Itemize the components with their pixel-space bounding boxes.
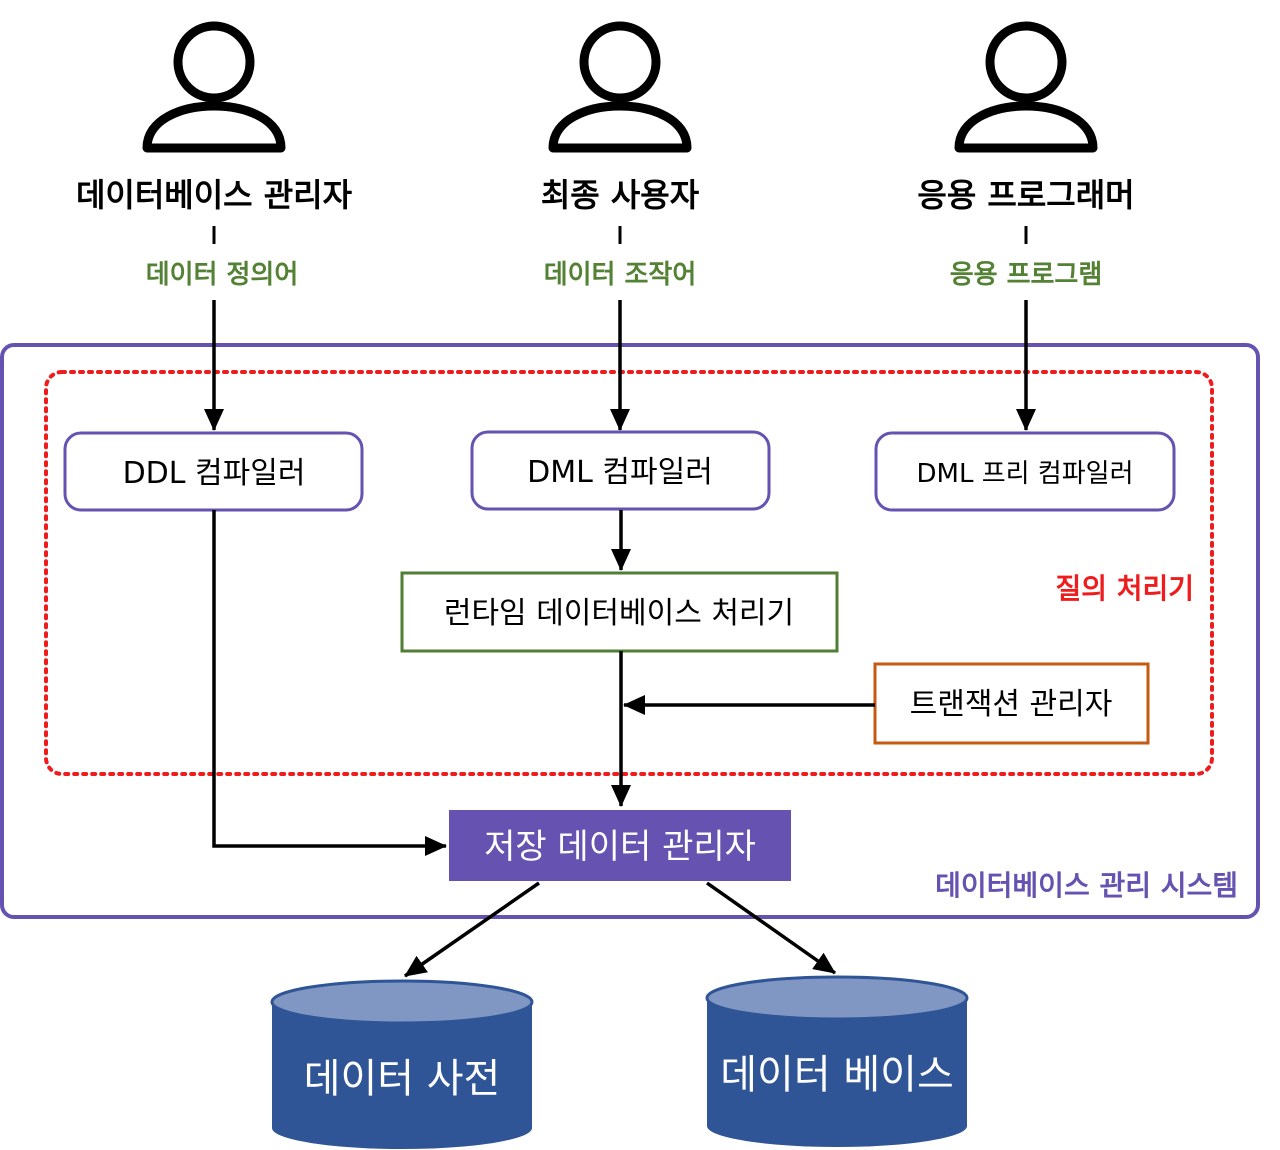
database-label: 데이터 베이스: [720, 1052, 954, 1098]
storage-manager-label: 저장 데이터 관리자: [484, 827, 756, 867]
arrow-storage-to-dictionary: [404, 881, 540, 978]
actor-application-programmer: 응용 프로그래머: [917, 21, 1135, 214]
user-icon: [548, 21, 692, 153]
dml-compiler-box: DML 컴파일러: [470, 430, 771, 511]
language-label-ddl: 데이터 정의어: [146, 260, 299, 290]
ddl-compiler-box: DDL 컴파일러: [63, 431, 364, 512]
arrow-storage-to-database: [705, 881, 837, 975]
database-cylinder: 데이터 베이스: [705, 975, 969, 1147]
actor-label: 응용 프로그래머: [917, 176, 1134, 214]
storage-manager-box: 저장 데이터 관리자: [449, 810, 791, 881]
arrow-ddl-to-storage: [212, 510, 447, 856]
runtime-processor-label: 런타임 데이터베이스 처리기: [444, 596, 794, 631]
dml-precompiler-label: DML 프리 컴파일러: [917, 459, 1134, 489]
language-label-dml: 데이터 조작어: [544, 260, 697, 290]
data-dictionary-label: 데이터 사전: [304, 1056, 501, 1102]
dbms-label: 데이터베이스 관리 시스템: [935, 869, 1238, 902]
user-icon: [954, 21, 1098, 153]
transaction-manager-label: 트랜잭션 관리자: [910, 687, 1113, 722]
query-processor-boundary: [44, 370, 1214, 776]
language-label-application: 응용 프로그램: [950, 260, 1103, 290]
transaction-manager-box: 트랜잭션 관리자: [873, 662, 1150, 745]
runtime-processor-box: 런타임 데이터베이스 처리기: [400, 571, 839, 653]
dbms-boundary: [0, 343, 1260, 919]
dml-precompiler-box: DML 프리 컴파일러: [874, 431, 1176, 512]
actor-label: 데이터베이스 관리자: [76, 176, 353, 214]
actor-end-user: 최종 사용자: [541, 21, 700, 214]
actor-label: 최종 사용자: [541, 176, 700, 214]
actor-database-administrator: 데이터베이스 관리자: [76, 21, 353, 214]
data-dictionary-cylinder: 데이터 사전: [270, 979, 534, 1149]
ddl-compiler-label: DDL 컴파일러: [123, 456, 306, 491]
user-icon: [142, 21, 286, 153]
dml-compiler-label: DML 컴파일러: [527, 455, 713, 490]
query-processor-label: 질의 처리기: [1055, 572, 1194, 605]
